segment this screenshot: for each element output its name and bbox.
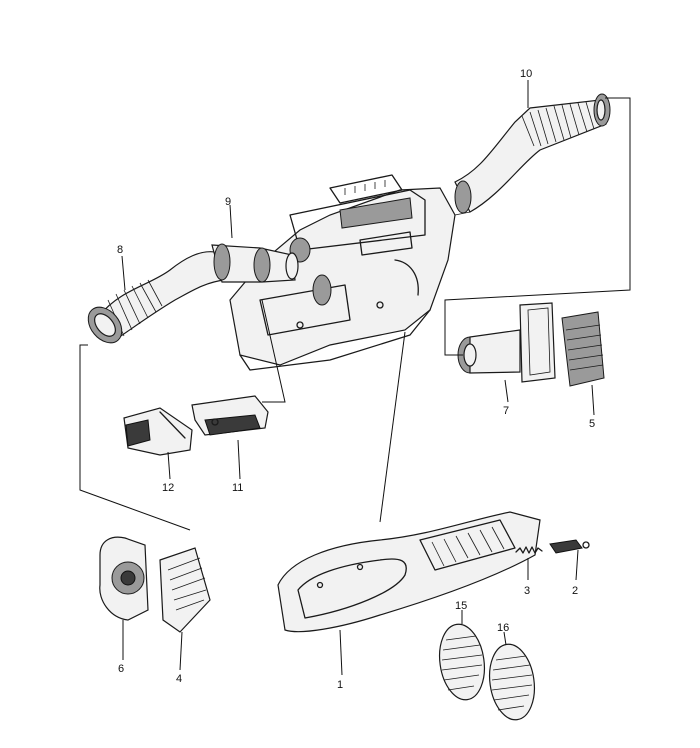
callout-7: 7 — [503, 405, 509, 417]
assembly-lines — [79, 97, 631, 531]
callout-leaders — [121, 80, 595, 676]
callout-12: 12 — [162, 482, 174, 494]
callout-9: 9 — [225, 196, 231, 208]
part-15-oval-grille — [438, 623, 486, 701]
part-4-outlet-vent — [159, 547, 211, 633]
part-12-duct-piece — [123, 407, 193, 456]
part-7-outlet-adapter — [457, 302, 556, 383]
callout-5: 5 — [589, 418, 595, 430]
part-8-left-air-hose — [87, 251, 226, 344]
part-9-hose-connector — [211, 243, 299, 283]
part-6-outlet-housing — [99, 536, 149, 621]
callout-2: 2 — [572, 585, 578, 597]
callout-11: 11 — [232, 482, 243, 494]
part-16-oval-grille — [488, 643, 536, 721]
part-1-dash-vent-trim — [277, 511, 541, 633]
callout-10: 10 — [520, 68, 532, 80]
part-2-clip — [549, 539, 590, 554]
part-11-duct-piece — [191, 395, 269, 436]
central-distributor-housing — [229, 174, 471, 371]
callout-15: 15 — [455, 600, 467, 612]
callout-8: 8 — [117, 244, 123, 256]
callout-3: 3 — [524, 585, 530, 597]
part-5-outlet-vent — [561, 311, 605, 387]
callout-16: 16 — [497, 622, 509, 634]
callout-6: 6 — [118, 663, 124, 675]
part-3-spring — [515, 546, 543, 554]
callout-4: 4 — [176, 673, 182, 685]
callout-1: 1 — [337, 679, 343, 691]
part-10-right-air-hose — [454, 93, 611, 214]
